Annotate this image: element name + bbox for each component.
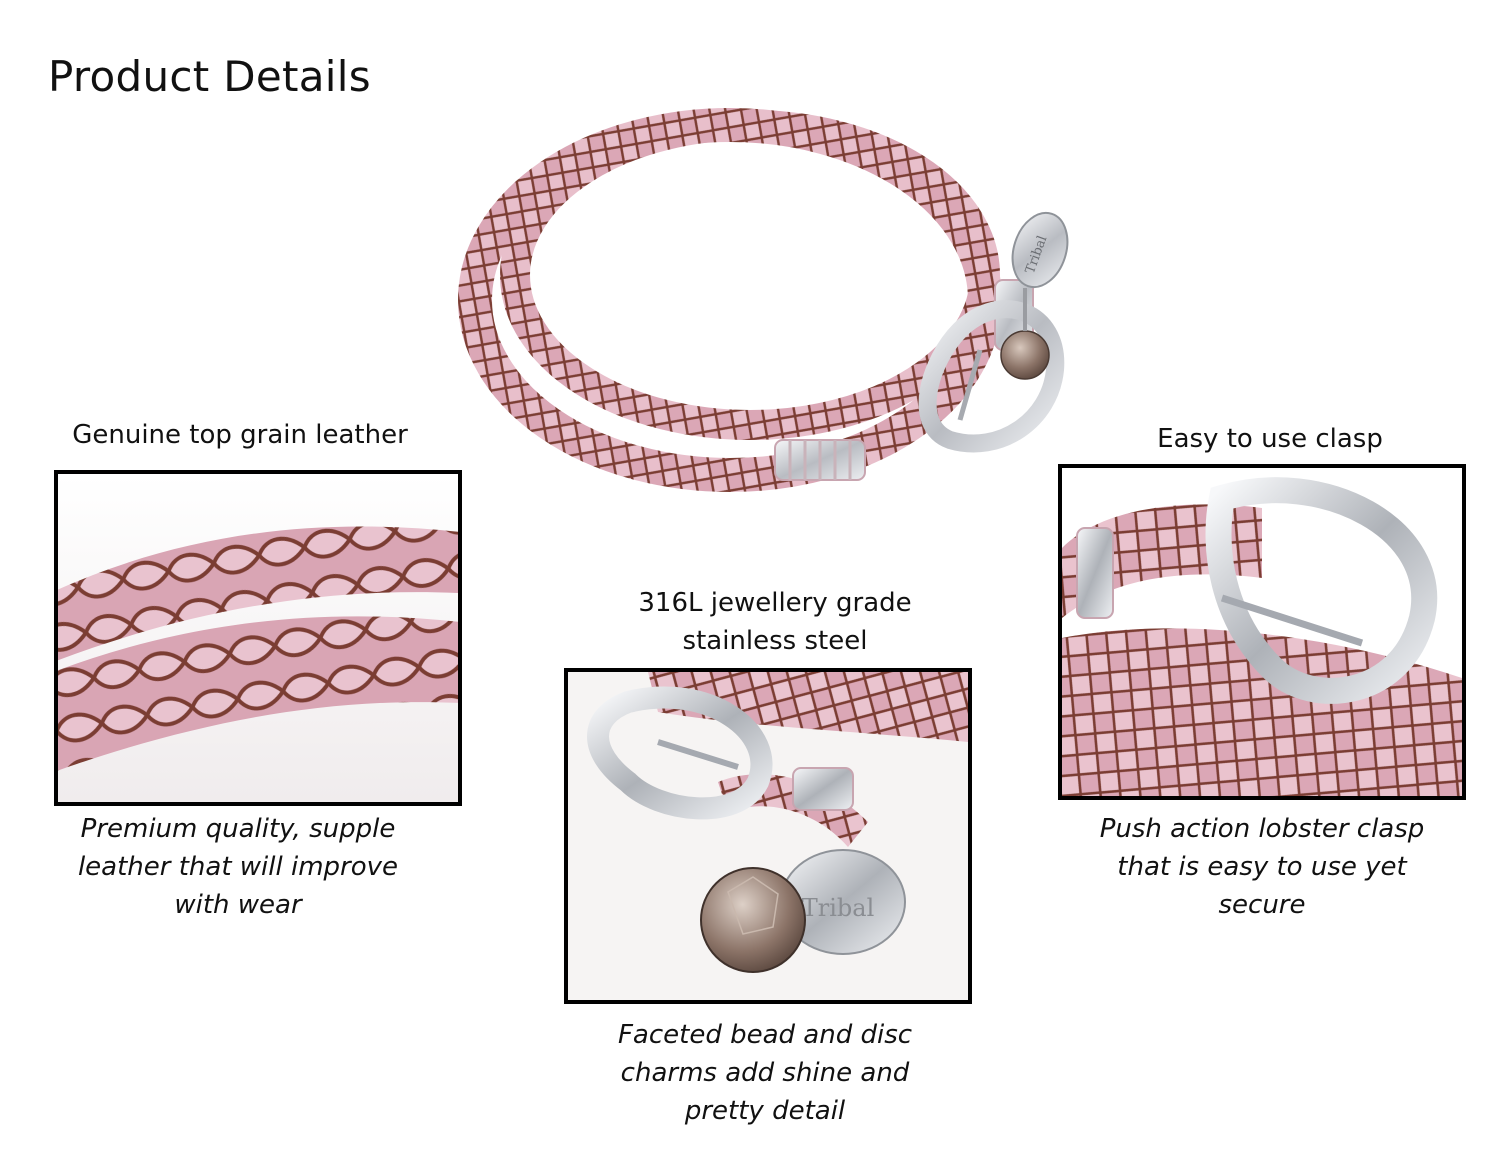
feature-clasp-description: Push action lobster clasp that is easy t…: [1052, 810, 1472, 924]
faceted-bead-icon: [1000, 330, 1050, 380]
caption-line: 316L jewellery grade: [638, 588, 912, 618]
main-product-image: Tribal: [440, 60, 1080, 520]
description-line: charms add shine and: [620, 1058, 910, 1088]
feature-charms-description: Faceted bead and disc charms add shine a…: [555, 1016, 975, 1130]
description-line: pretty detail: [684, 1096, 846, 1126]
description-line: secure: [1218, 890, 1306, 920]
faceted-bead-icon: [700, 867, 806, 973]
lobster-clasp-icon: [918, 300, 1065, 453]
feature-clasp-image: [1058, 464, 1466, 800]
leather-wrap-inner: [500, 110, 1000, 440]
caption-line: stainless steel: [682, 626, 868, 656]
lobster-clasp-icon: [587, 686, 773, 820]
description-line: with wear: [174, 890, 302, 920]
brand-charm-text: Tribal: [802, 894, 875, 922]
feature-leather-image: [54, 470, 462, 806]
page-title: Product Details: [48, 52, 371, 101]
feature-clasp-caption: Easy to use clasp: [1157, 424, 1383, 454]
feature-leather-caption: Genuine top grain leather: [72, 420, 408, 450]
description-line: Premium quality, supple: [80, 814, 396, 844]
description-line: that is easy to use yet: [1117, 852, 1407, 882]
feature-charms-image: Tribal: [564, 668, 972, 1004]
description-line: leather that will improve: [77, 852, 399, 882]
description-line: Faceted bead and disc: [617, 1020, 913, 1050]
end-cap-bottom: [774, 439, 866, 481]
feature-leather-description: Premium quality, supple leather that wil…: [28, 810, 448, 924]
feature-steel-caption: 316L jewellery grade stainless steel: [575, 584, 975, 660]
description-line: Push action lobster clasp: [1099, 814, 1425, 844]
disc-charm: Tribal: [1011, 211, 1069, 289]
